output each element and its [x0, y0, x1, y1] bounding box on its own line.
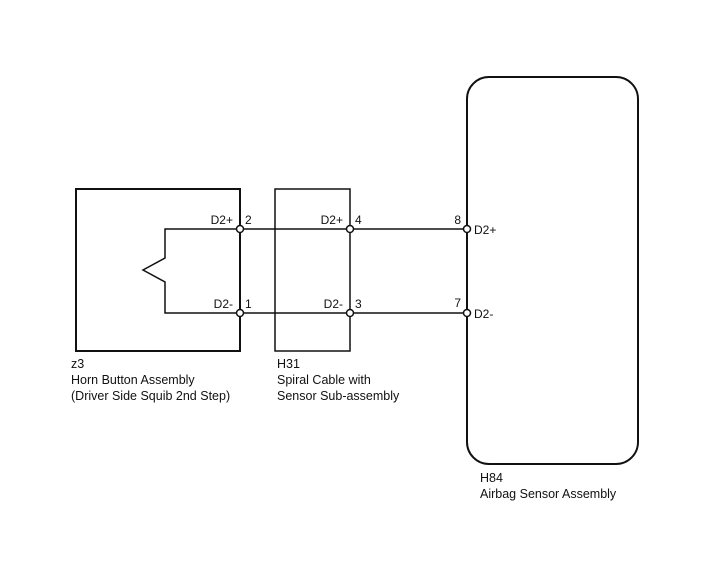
spiral-pin-number-top: 4: [355, 213, 362, 227]
horn-button-assembly-box: [75, 188, 241, 352]
horn-pin-number-top: 2: [245, 213, 252, 227]
airbag-pin-number-bottom: 7: [454, 296, 461, 310]
horn-component-name: Horn Button Assembly: [71, 373, 195, 387]
spiral-pin-signal-bottom: D2-: [324, 297, 343, 311]
airbag-sensor-assembly-box: [466, 76, 639, 465]
spiral-cable-box: [274, 188, 351, 352]
airbag-terminal-8: [462, 224, 472, 234]
airbag-component-code: H84: [480, 471, 503, 485]
horn-terminal-2: [235, 224, 245, 234]
airbag-pin-signal-top: D2+: [474, 223, 496, 237]
spiral-terminal-3: [345, 308, 355, 318]
spiral-component-code: H31: [277, 357, 300, 371]
spiral-component-name: Spiral Cable with: [277, 373, 371, 387]
horn-component-sub: (Driver Side Squib 2nd Step): [71, 389, 230, 403]
horn-pin-signal-bottom: D2-: [214, 297, 233, 311]
horn-pin-signal-top: D2+: [211, 213, 233, 227]
spiral-component-sub: Sensor Sub-assembly: [277, 389, 400, 403]
horn-pin-number-bottom: 1: [245, 297, 252, 311]
airbag-component-name: Airbag Sensor Assembly: [480, 487, 617, 501]
squib-symbol: [141, 228, 240, 314]
spiral-pin-number-bottom: 3: [355, 297, 362, 311]
airbag-pin-signal-bottom: D2-: [474, 307, 493, 321]
spiral-terminal-4: [345, 224, 355, 234]
horn-terminal-1: [235, 308, 245, 318]
airbag-terminal-7: [462, 308, 472, 318]
spiral-pin-signal-top: D2+: [321, 213, 343, 227]
airbag-pin-number-top: 8: [454, 213, 461, 227]
horn-component-code: z3: [71, 357, 84, 371]
